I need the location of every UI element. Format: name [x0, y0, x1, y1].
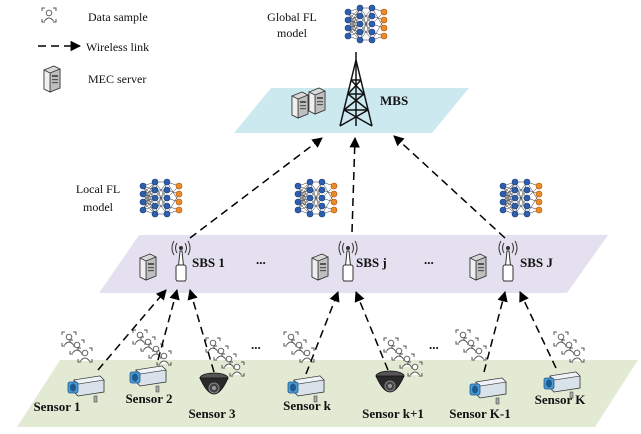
sensor-K-1-label: Sensor K-1 — [449, 406, 511, 421]
sbs-ellipsis-1: ... — [256, 252, 266, 267]
links-sensor-to-sbs — [97, 288, 557, 375]
mbs-label: MBS — [380, 93, 408, 108]
legend-wireless-link-label: Wireless link — [86, 40, 149, 54]
local-model-label-1: Local FL — [76, 182, 120, 196]
sensor-K-label: Sensor K — [535, 392, 587, 407]
sbs-1-server-icon — [139, 253, 157, 281]
mbs-tower-icon — [339, 52, 373, 127]
local-model-label-2: model — [83, 200, 114, 214]
mec-server-icon — [43, 65, 61, 93]
sensor-1-label: Sensor 1 — [33, 399, 80, 414]
mbs-server-icon-2 — [308, 87, 326, 115]
legend-mec-server-label: MEC server — [88, 72, 146, 86]
sbs-J: SBS J — [469, 240, 553, 282]
sbs-J-label: SBS J — [520, 255, 553, 270]
mbs-server-icon — [291, 91, 309, 119]
legend-data-sample-label: Data sample — [88, 10, 148, 24]
sbs-j-server-icon — [311, 253, 329, 281]
local-nn-icon-2 — [294, 178, 338, 218]
legend: Data sample Wireless link MEC server — [38, 7, 149, 93]
sensor-3-label: Sensor 3 — [188, 406, 236, 421]
sensor-k1-label: Sensor k+1 — [362, 406, 424, 421]
global-model-label-2: model — [277, 26, 308, 40]
links-sbs-to-mbs — [189, 135, 506, 239]
sensor-k-label: Sensor k — [283, 398, 332, 413]
sbs-J-server-icon — [469, 253, 487, 281]
sbs-ellipsis-2: ... — [424, 252, 434, 267]
local-nn-icon-1 — [139, 178, 183, 218]
data-sample-icon — [41, 7, 57, 23]
sbs-j-label: SBS j — [356, 255, 387, 270]
global-nn-icon — [344, 4, 388, 44]
sensor-ellipsis-2: ... — [429, 337, 439, 352]
sbs-1-label: SBS 1 — [192, 255, 225, 270]
sbs-1: SBS 1 — [139, 240, 225, 282]
sensor-2-label: Sensor 2 — [125, 391, 172, 406]
global-model-label-1: Global FL — [267, 10, 317, 24]
sensor-plane — [17, 360, 638, 427]
sensor-ellipsis-1: ... — [251, 337, 261, 352]
sbs-j: SBS j — [311, 240, 387, 282]
local-nn-icon-3 — [499, 178, 543, 218]
